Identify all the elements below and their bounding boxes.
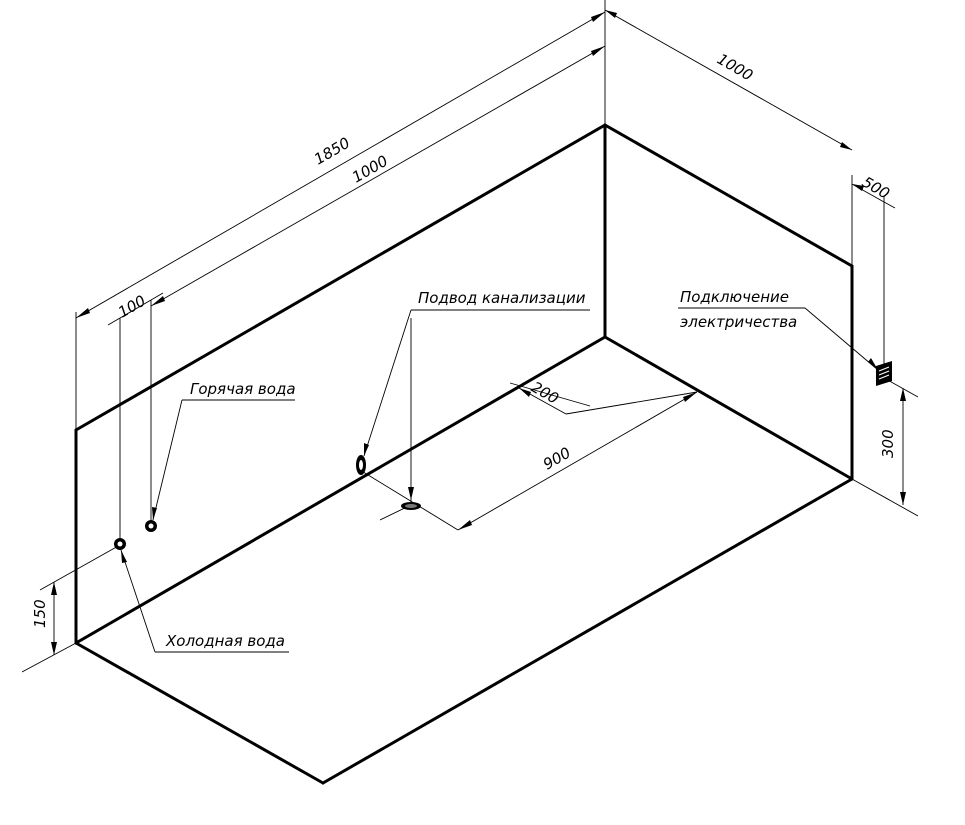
- hot-water-outlet-icon: [145, 520, 157, 532]
- dim-500: 500: [859, 173, 893, 203]
- connection-points: [114, 361, 892, 550]
- label-hot-water: Горячая вода: [190, 380, 296, 398]
- dim-length-1000: 1000: [349, 152, 391, 187]
- label-drain: Подвод канализации: [418, 289, 586, 307]
- dim-300: 300: [879, 429, 897, 458]
- drain-outlet-floor-icon: [401, 502, 421, 510]
- label-cold-water: Холодная вода: [165, 632, 285, 650]
- dim-100: 100: [115, 292, 149, 322]
- cold-water-outlet-icon: [114, 538, 126, 550]
- label-electric-line1: Подключение: [680, 288, 789, 306]
- bathtub-outline: [74, 123, 854, 785]
- electric-socket-icon: [876, 361, 892, 386]
- label-electric-line2: электричества: [680, 313, 797, 331]
- dimension-lines: [51, 9, 906, 655]
- dim-900: 900: [540, 444, 574, 474]
- drain-outlet-wall-icon: [356, 455, 366, 475]
- extension-lines: [21, 0, 919, 673]
- callouts: Горячая вода Холодная вода Подвод канали…: [120, 288, 879, 653]
- dim-200: 200: [528, 378, 562, 408]
- dim-150: 150: [31, 599, 49, 628]
- dim-1850: 1850: [311, 134, 353, 169]
- dim-width-1000: 1000: [714, 50, 756, 85]
- dimension-texts: 1850 1000 1000 100 500 150 300 200 900: [31, 50, 897, 628]
